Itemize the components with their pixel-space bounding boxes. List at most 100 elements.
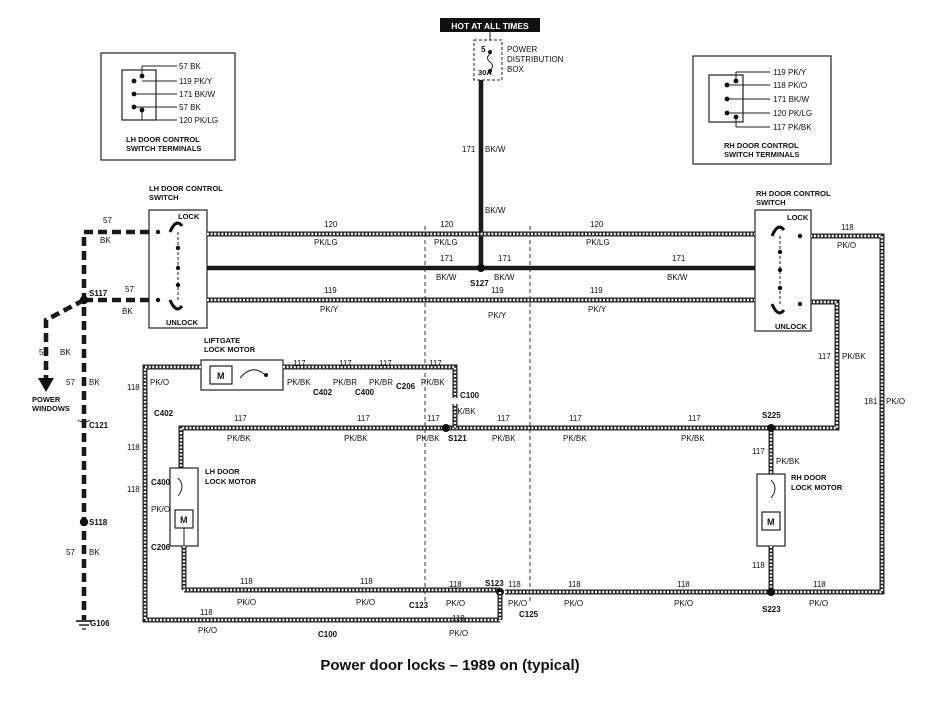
rh-motor-label-1: RH DOOR bbox=[791, 473, 827, 482]
wire-57-color-3: BK bbox=[60, 348, 71, 357]
rh-terminals-caption-2: SWITCH TERMINALS bbox=[724, 150, 799, 159]
wire-118-color-1: PK/O bbox=[150, 378, 169, 387]
splice-s225: S225 bbox=[762, 411, 781, 420]
splice-s123: S123 bbox=[485, 579, 504, 588]
wire-117-color-3: PK/BR bbox=[369, 378, 393, 387]
wire-171-feed-color: BK/W bbox=[485, 145, 506, 154]
pdb-fuse-number: 5 bbox=[481, 45, 486, 54]
wire-118-num-5: 118 bbox=[452, 614, 465, 623]
pdb-label-2: DISTRIBUTION bbox=[507, 55, 564, 64]
splice-s118: S118 bbox=[89, 518, 108, 527]
lh-switch-unlock-label: UNLOCK bbox=[166, 318, 199, 327]
wire-119-num-1: 119 bbox=[324, 286, 337, 295]
wire-120-num-3: 120 bbox=[590, 220, 604, 229]
lh-terminal-row-2: 119 PK/Y bbox=[179, 77, 213, 86]
liftgate-motor-m: M bbox=[217, 371, 225, 381]
lh-motor-label-1: LH DOOR bbox=[205, 467, 240, 476]
wire-118-right bbox=[505, 234, 884, 594]
wire-118-num-4: 118 bbox=[200, 608, 213, 617]
wire-118-color-12: PK/O bbox=[837, 241, 856, 250]
wire-118-color-11: PK/O bbox=[809, 599, 828, 608]
wire-171-color-2: BK/W bbox=[494, 273, 515, 282]
wire-117-num-2: 117 bbox=[339, 359, 352, 368]
lh-terminals-caption-1: LH DOOR CONTROL bbox=[126, 135, 200, 144]
rh-terminal-row-1: 119 PK/Y bbox=[773, 68, 807, 77]
wire-181-color: PK/O bbox=[886, 397, 905, 406]
wire-118-num-2: 118 bbox=[127, 443, 140, 452]
wire-118-num-3: 118 bbox=[127, 485, 140, 494]
power-windows-label-1: POWER bbox=[32, 395, 61, 404]
rh-motor-m-box bbox=[761, 511, 781, 531]
wire-119-color-2: PK/Y bbox=[488, 311, 507, 320]
wire-118-num-6: 118 bbox=[240, 577, 253, 586]
splice-s127-dot bbox=[477, 264, 485, 272]
wire-117-color-4: PK/BK bbox=[421, 378, 445, 387]
lh-terminal-row-5: 120 PK/LG bbox=[179, 116, 218, 125]
wire-117-num-6: 117 bbox=[357, 414, 370, 423]
power-windows-arrow-icon bbox=[38, 378, 54, 392]
wire-118-color-4: PK/O bbox=[449, 629, 468, 638]
wire-117-color-11: PK/BK bbox=[681, 434, 705, 443]
splice-s121: S121 bbox=[448, 434, 467, 443]
wire-118-color-6: PK/O bbox=[356, 598, 375, 607]
liftgate-motor-m-box bbox=[209, 365, 233, 385]
rh-terminals-inset: 119 PK/Y 118 PK/O 171 BK/W 120 PK/LG 117… bbox=[692, 55, 832, 165]
wire-118-color-8: PK/O bbox=[508, 599, 527, 608]
wire-117-color-8: PK/BK bbox=[416, 434, 440, 443]
wire-171-num-3: 171 bbox=[672, 254, 686, 263]
rh-motor-label-2: LOCK MOTOR bbox=[791, 483, 843, 492]
wire-117-liftgate bbox=[283, 365, 457, 398]
wire-117-main bbox=[179, 300, 839, 470]
power-windows-label-2: WINDOWS bbox=[32, 404, 70, 413]
connector-c206a: C206 bbox=[396, 382, 416, 391]
liftgate-lock-motor: LIFTGATE LOCK MOTOR M bbox=[200, 336, 284, 391]
wire-57-num-5: 57 bbox=[66, 548, 75, 557]
wire-171-num-1: 171 bbox=[440, 254, 454, 263]
pdb-fuse-amp: 30A bbox=[478, 68, 492, 77]
lh-motor-m: M bbox=[180, 515, 188, 525]
wire-119-color-3: PK/Y bbox=[588, 305, 607, 314]
wire-117-color-1: PK/BK bbox=[287, 378, 311, 387]
wire-119-num-3: 119 bbox=[590, 286, 603, 295]
splice-s225-dot bbox=[767, 424, 775, 432]
liftgate-label-2: LOCK MOTOR bbox=[204, 345, 256, 354]
wire-118-num-8: 118 bbox=[449, 580, 462, 589]
lh-switch-label-1: LH DOOR CONTROL bbox=[149, 184, 223, 193]
wire-117-num-11: 117 bbox=[752, 447, 765, 456]
wire-57-color-5: BK bbox=[89, 548, 100, 557]
rh-switch-lock-label: LOCK bbox=[787, 213, 809, 222]
diagram-title: Power door locks – 1989 on (typical) bbox=[320, 657, 579, 674]
wire-118-lh-motor bbox=[182, 546, 500, 592]
liftgate-label-1: LIFTGATE bbox=[204, 336, 240, 345]
splice-s223-dot bbox=[767, 588, 775, 596]
wire-171-feed-color-2: BK/W bbox=[485, 206, 506, 215]
wire-119-num-2: 119 bbox=[491, 286, 504, 295]
wire-118-num-13: 118 bbox=[813, 580, 826, 589]
connector-c206b: C206 bbox=[151, 543, 171, 552]
wire-117-color-9: PK/BK bbox=[492, 434, 516, 443]
wire-118-color-10: PK/O bbox=[674, 599, 693, 608]
wire-118-num-10: 118 bbox=[508, 580, 521, 589]
power-distribution-box: HOT AT ALL TIMES 5 30A POWER DISTRIBUTIO… bbox=[440, 18, 564, 81]
splice-s117: S117 bbox=[89, 289, 108, 298]
wire-57-color-4: BK bbox=[89, 378, 100, 387]
wire-118-color-7: PK/O bbox=[446, 599, 465, 608]
wire-117-num-12: 117 bbox=[818, 352, 831, 361]
ground-icon bbox=[76, 620, 92, 630]
rh-door-lock-motor: RH DOOR LOCK MOTOR M bbox=[756, 473, 843, 547]
wire-118-left-loop bbox=[143, 365, 500, 622]
lh-motor-label-2: LOCK MOTOR bbox=[205, 477, 257, 486]
wire-117-num-4: 117 bbox=[429, 359, 442, 368]
splice-s118-dot bbox=[79, 517, 89, 527]
wire-120-num-2: 120 bbox=[440, 220, 454, 229]
lh-terminal-row-3: 171 BK/W bbox=[179, 90, 215, 99]
connector-c400b: C400 bbox=[151, 478, 171, 487]
wire-57-num-4: 57 bbox=[66, 378, 75, 387]
fuse-icon bbox=[487, 53, 493, 71]
rh-terminals-caption-1: RH DOOR CONTROL bbox=[724, 141, 799, 150]
lh-door-control-switch: LH DOOR CONTROL SWITCH LOCK UNLOCK bbox=[148, 184, 223, 329]
wire-118-color-9: PK/O bbox=[564, 599, 583, 608]
wire-171-feed-num: 171 bbox=[462, 145, 476, 154]
